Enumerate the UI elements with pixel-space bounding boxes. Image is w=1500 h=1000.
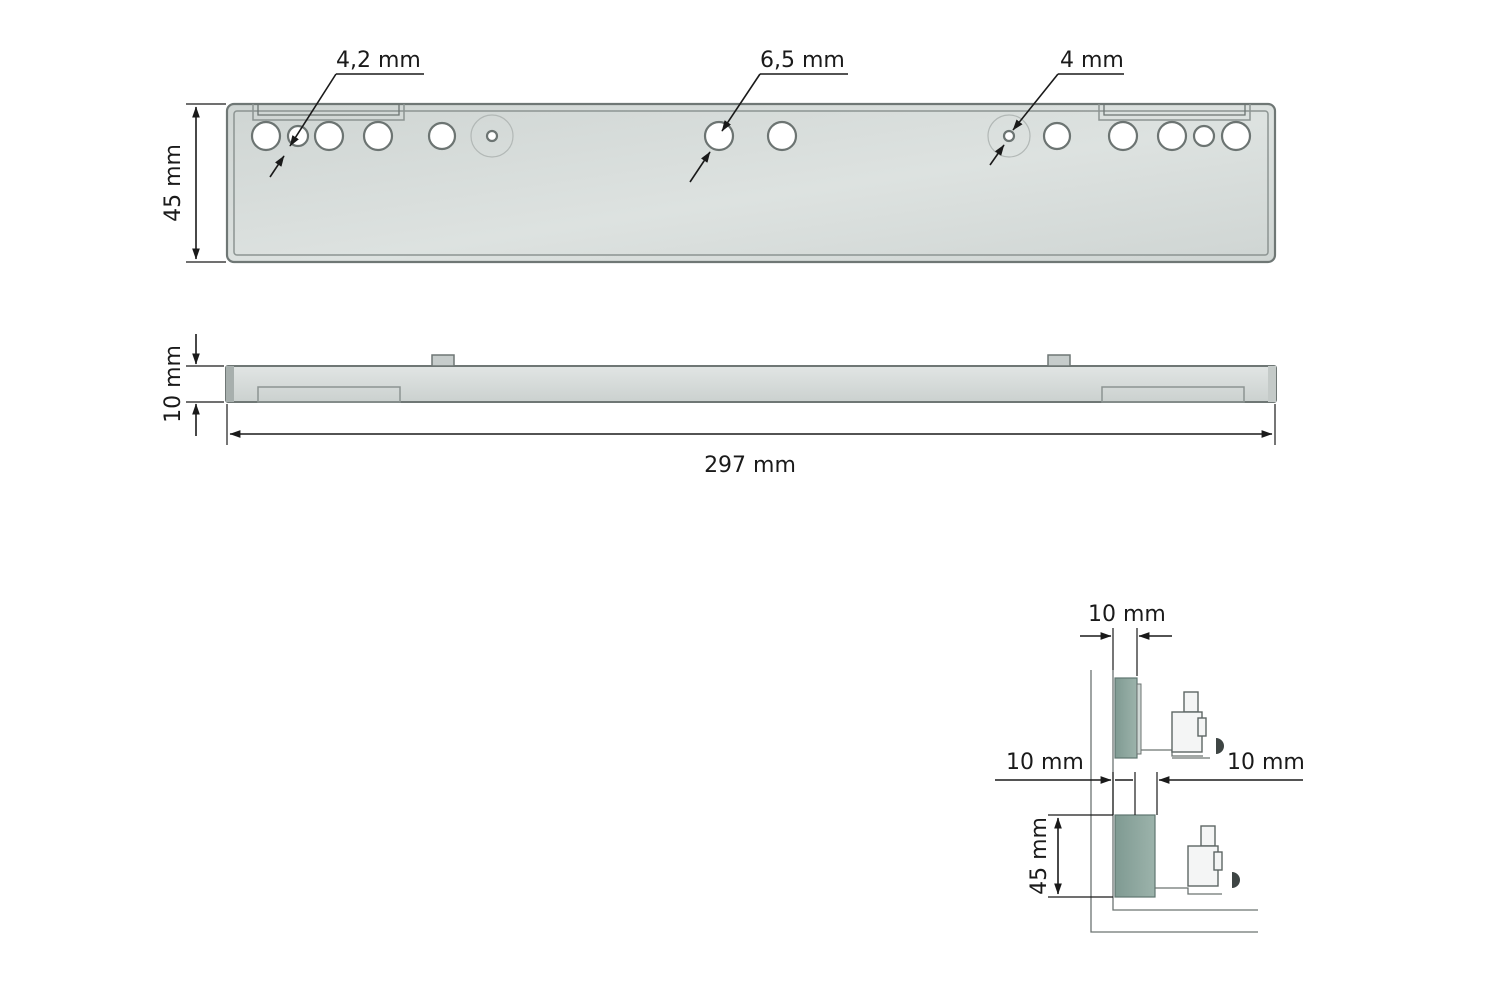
leader-4-2-tail — [269, 155, 285, 178]
hole-small-label: 4,2 mm — [336, 48, 421, 73]
side-clip-right — [1101, 386, 1245, 403]
leader-4-tail — [989, 144, 1005, 166]
top-view: 4,2 mm 6,5 mm 4 mm 45 mm — [161, 48, 1277, 264]
install-view: 10 mm 10 mm 10 mm 45 mm — [995, 602, 1305, 933]
hole — [427, 121, 457, 151]
right-clip — [1098, 104, 1251, 121]
boss-ring — [470, 114, 514, 158]
side-end-left — [226, 366, 234, 402]
hole — [1220, 120, 1252, 152]
upper-mechanism — [1141, 691, 1224, 759]
lower-plate — [1114, 814, 1156, 898]
plate-inner-border — [233, 110, 1269, 256]
length-label: 297 mm — [704, 453, 796, 478]
left-clip — [252, 104, 405, 121]
cabinet-outer-wall — [1090, 670, 1258, 933]
top-gap-label: 10 mm — [1088, 602, 1166, 627]
hole — [250, 120, 282, 152]
upper-plate — [1114, 677, 1138, 759]
height-label: 45 mm — [161, 144, 186, 222]
thickness-label: 10 mm — [161, 345, 186, 423]
upper-plate-edge — [1136, 683, 1142, 755]
hole — [1107, 120, 1139, 152]
lower-height-label: 45 mm — [1027, 817, 1052, 895]
hole — [313, 120, 345, 152]
hole — [766, 120, 798, 152]
boss-ring — [987, 114, 1031, 158]
lower-mechanism — [1155, 825, 1240, 895]
side-clip-left — [257, 386, 401, 403]
side-stud-left — [431, 354, 455, 367]
leader-4-2-diag — [289, 73, 337, 147]
hole — [362, 120, 394, 152]
left-clip-inner — [257, 104, 400, 116]
hole — [1042, 121, 1072, 151]
hole — [1156, 120, 1188, 152]
hole-medium-label: 6,5 mm — [760, 48, 845, 73]
right-gap-label: 10 mm — [1227, 750, 1305, 775]
leader-6-5-diag — [721, 73, 761, 132]
plate-side — [225, 365, 1277, 403]
side-end-right — [1268, 366, 1276, 402]
boss-hole — [1002, 129, 1016, 143]
left-gap-label: 10 mm — [1006, 750, 1084, 775]
side-stud-right — [1047, 354, 1071, 367]
hole-center-label: 4 mm — [1060, 48, 1124, 73]
hole — [703, 120, 735, 152]
leader-4-diag — [1012, 73, 1059, 131]
cabinet-inner-wall — [1112, 670, 1258, 911]
leader-6-5-tail — [689, 151, 711, 183]
boss-hole — [485, 129, 499, 143]
plate-top — [225, 102, 1277, 264]
right-clip-inner — [1103, 104, 1246, 116]
hole — [1192, 124, 1216, 148]
side-view: 10 mm 297 mm — [161, 334, 1277, 478]
